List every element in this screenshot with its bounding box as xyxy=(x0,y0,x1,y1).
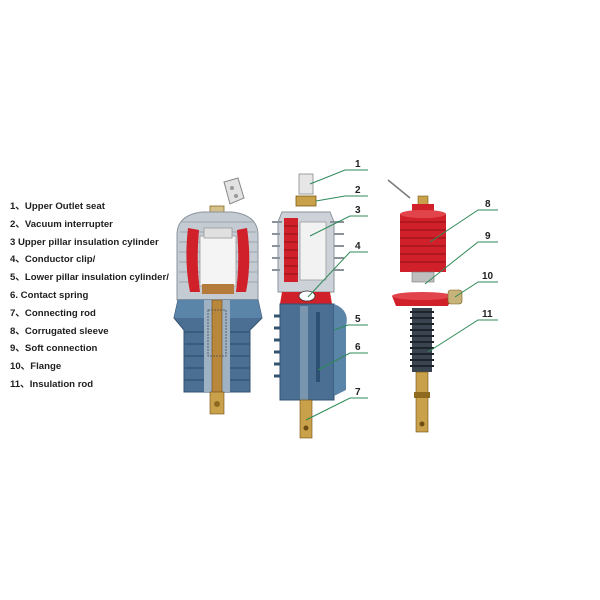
legend-item-1: 1、Upper Outlet seat xyxy=(10,201,105,212)
callout-11: 11 xyxy=(482,309,493,320)
callouts xyxy=(305,169,498,421)
callout-10: 10 xyxy=(482,271,494,282)
legend-item-3: 3 Upper pillar insulation cylinder xyxy=(10,236,159,248)
parts-legend: 1、Upper Outlet seat 2、Vacuum interrupter… xyxy=(10,198,200,394)
leader-8 xyxy=(429,209,498,243)
callout-6: 6 xyxy=(355,342,361,353)
legend-item-7: 7、Connecting rod xyxy=(10,307,96,319)
callout-1: 1 xyxy=(355,159,361,170)
legend-item-6: 6. Contact spring xyxy=(10,289,89,301)
leader-11 xyxy=(427,319,498,353)
upper-housing-cutaway xyxy=(176,211,259,301)
corrugated-sleeve xyxy=(410,308,434,372)
cutaway-pole-3d xyxy=(173,177,263,415)
callout-numbers: 1 2 3 4 5 6 7 8 9 10 11 xyxy=(355,159,494,398)
leader-3 xyxy=(309,215,368,237)
callout-2: 2 xyxy=(355,185,361,196)
insulation-rod xyxy=(415,371,429,433)
leader-4 xyxy=(307,251,368,298)
callout-9: 9 xyxy=(485,231,491,242)
legend-item-5: 5、Lower pillar insulation cylinder/ xyxy=(10,272,169,284)
leader-6 xyxy=(317,352,368,371)
coil-red xyxy=(400,214,446,272)
callout-8: 8 xyxy=(485,199,491,210)
connecting-rod xyxy=(299,399,313,439)
leader-10 xyxy=(454,281,498,298)
contact-spring xyxy=(316,312,320,382)
legend-item-11: 11、Insulation rod xyxy=(10,378,94,390)
bottom-rod xyxy=(209,391,225,415)
callout-7: 7 xyxy=(355,387,361,398)
exploded-mechanism xyxy=(387,179,463,433)
vacuum-interrupter xyxy=(299,221,327,281)
lower-housing xyxy=(173,299,263,411)
leader-1 xyxy=(309,169,368,185)
legend-item-4: 4、Conductor clip/ xyxy=(10,254,96,266)
section-pole-2d xyxy=(272,173,347,439)
leader-2 xyxy=(315,195,368,202)
leader-5 xyxy=(333,324,368,331)
upper-outlet-seat xyxy=(298,173,314,195)
legend-item-10: 10、Flange xyxy=(10,361,62,373)
callout-4: 4 xyxy=(355,241,361,252)
legend-item-9: 9、Soft connection xyxy=(10,343,98,355)
legend-item-8: 8、Corrugated sleeve xyxy=(10,325,109,337)
callout-3: 3 xyxy=(355,205,361,216)
legend-item-2: 2、Vacuum interrupter xyxy=(10,218,113,230)
leader-9 xyxy=(424,241,498,285)
leader-7 xyxy=(305,397,368,421)
callout-5: 5 xyxy=(355,314,361,325)
